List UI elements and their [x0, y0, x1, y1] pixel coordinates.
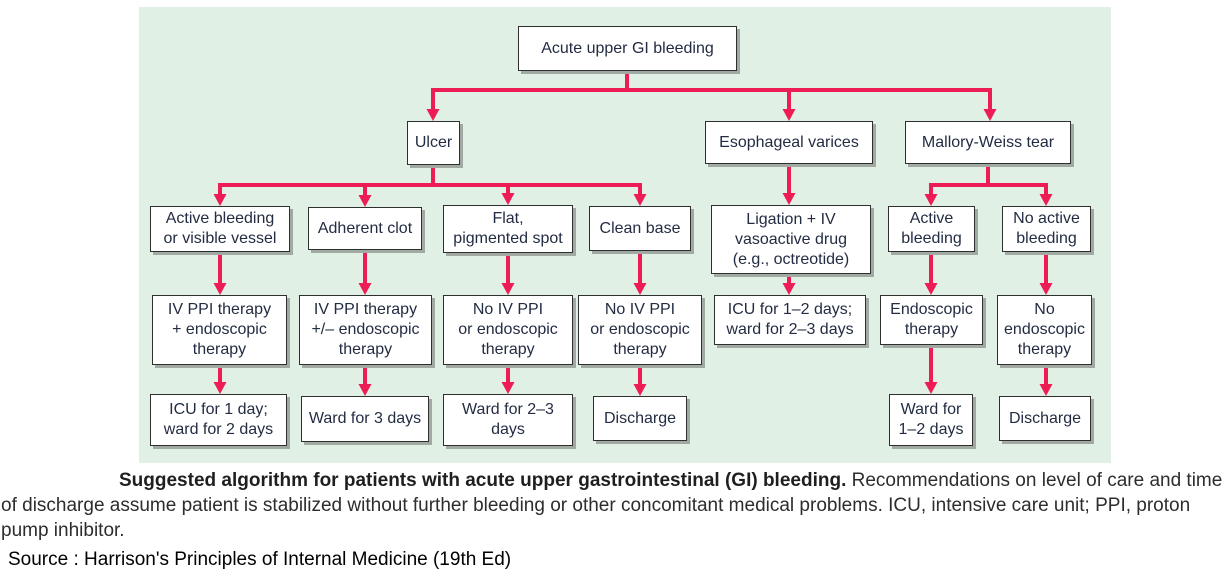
node-flat-pigmented-spot: Flat, pigmented spot [443, 205, 573, 253]
node-esophageal-varices: Esophageal varices [705, 121, 873, 164]
node-adherent-clot: Adherent clot [308, 207, 422, 250]
node-ward-for-1-2-days: Ward for 1–2 days [889, 394, 973, 446]
node-acute-upper-gi-bleeding: Acute upper GI bleeding [518, 26, 737, 71]
node-no-endoscopic-therapy: No endoscopic therapy [997, 295, 1092, 365]
caption-body: Recommendations on level of care and tim… [1, 470, 1223, 541]
node-mallory-weiss-tear: Mallory-Weiss tear [905, 121, 1071, 164]
node-icu-1-day-ward-2-days: ICU for 1 day; ward for 2 days [150, 394, 287, 446]
node-ward-for-3-days: Ward for 3 days [301, 396, 429, 442]
node-ulcer: Ulcer [407, 121, 460, 165]
figure-caption: Suggested algorithm for patients with ac… [0, 468, 1224, 543]
node-discharge-mallory: Discharge [999, 396, 1091, 441]
node-iv-ppi-plus-endoscopic-therapy: IV PPI therapy + endoscopic therapy [152, 295, 287, 365]
node-active-bleeding: Active bleeding [888, 206, 975, 252]
node-iv-ppi-plus-minus-endoscopic-therapy: IV PPI therapy +/– endoscopic therapy [299, 295, 432, 365]
node-ward-for-2-3-days: Ward for 2–3 days [443, 394, 573, 446]
caption-title: Suggested algorithm for patients with ac… [119, 470, 847, 491]
node-ligation-iv-vasoactive-drug: Ligation + IV vasoactive drug (e.g., oct… [711, 205, 871, 274]
node-active-bleeding-or-visible-vessel: Active bleeding or visible vessel [150, 206, 290, 252]
node-no-active-bleeding: No active bleeding [1002, 206, 1091, 252]
node-no-iv-ppi-or-endoscopic-therapy-2: No IV PPI or endoscopic therapy [578, 295, 702, 365]
source-line: Source : Harrison's Principles of Intern… [8, 549, 512, 570]
node-no-iv-ppi-or-endoscopic-therapy-1: No IV PPI or endoscopic therapy [443, 295, 573, 365]
node-discharge-ulcer: Discharge [593, 396, 687, 441]
node-icu-1-2-days-ward-2-3-days: ICU for 1–2 days; ward for 2–3 days [714, 295, 866, 345]
node-endoscopic-therapy: Endoscopic therapy [880, 295, 983, 345]
node-clean-base: Clean base [589, 206, 691, 251]
